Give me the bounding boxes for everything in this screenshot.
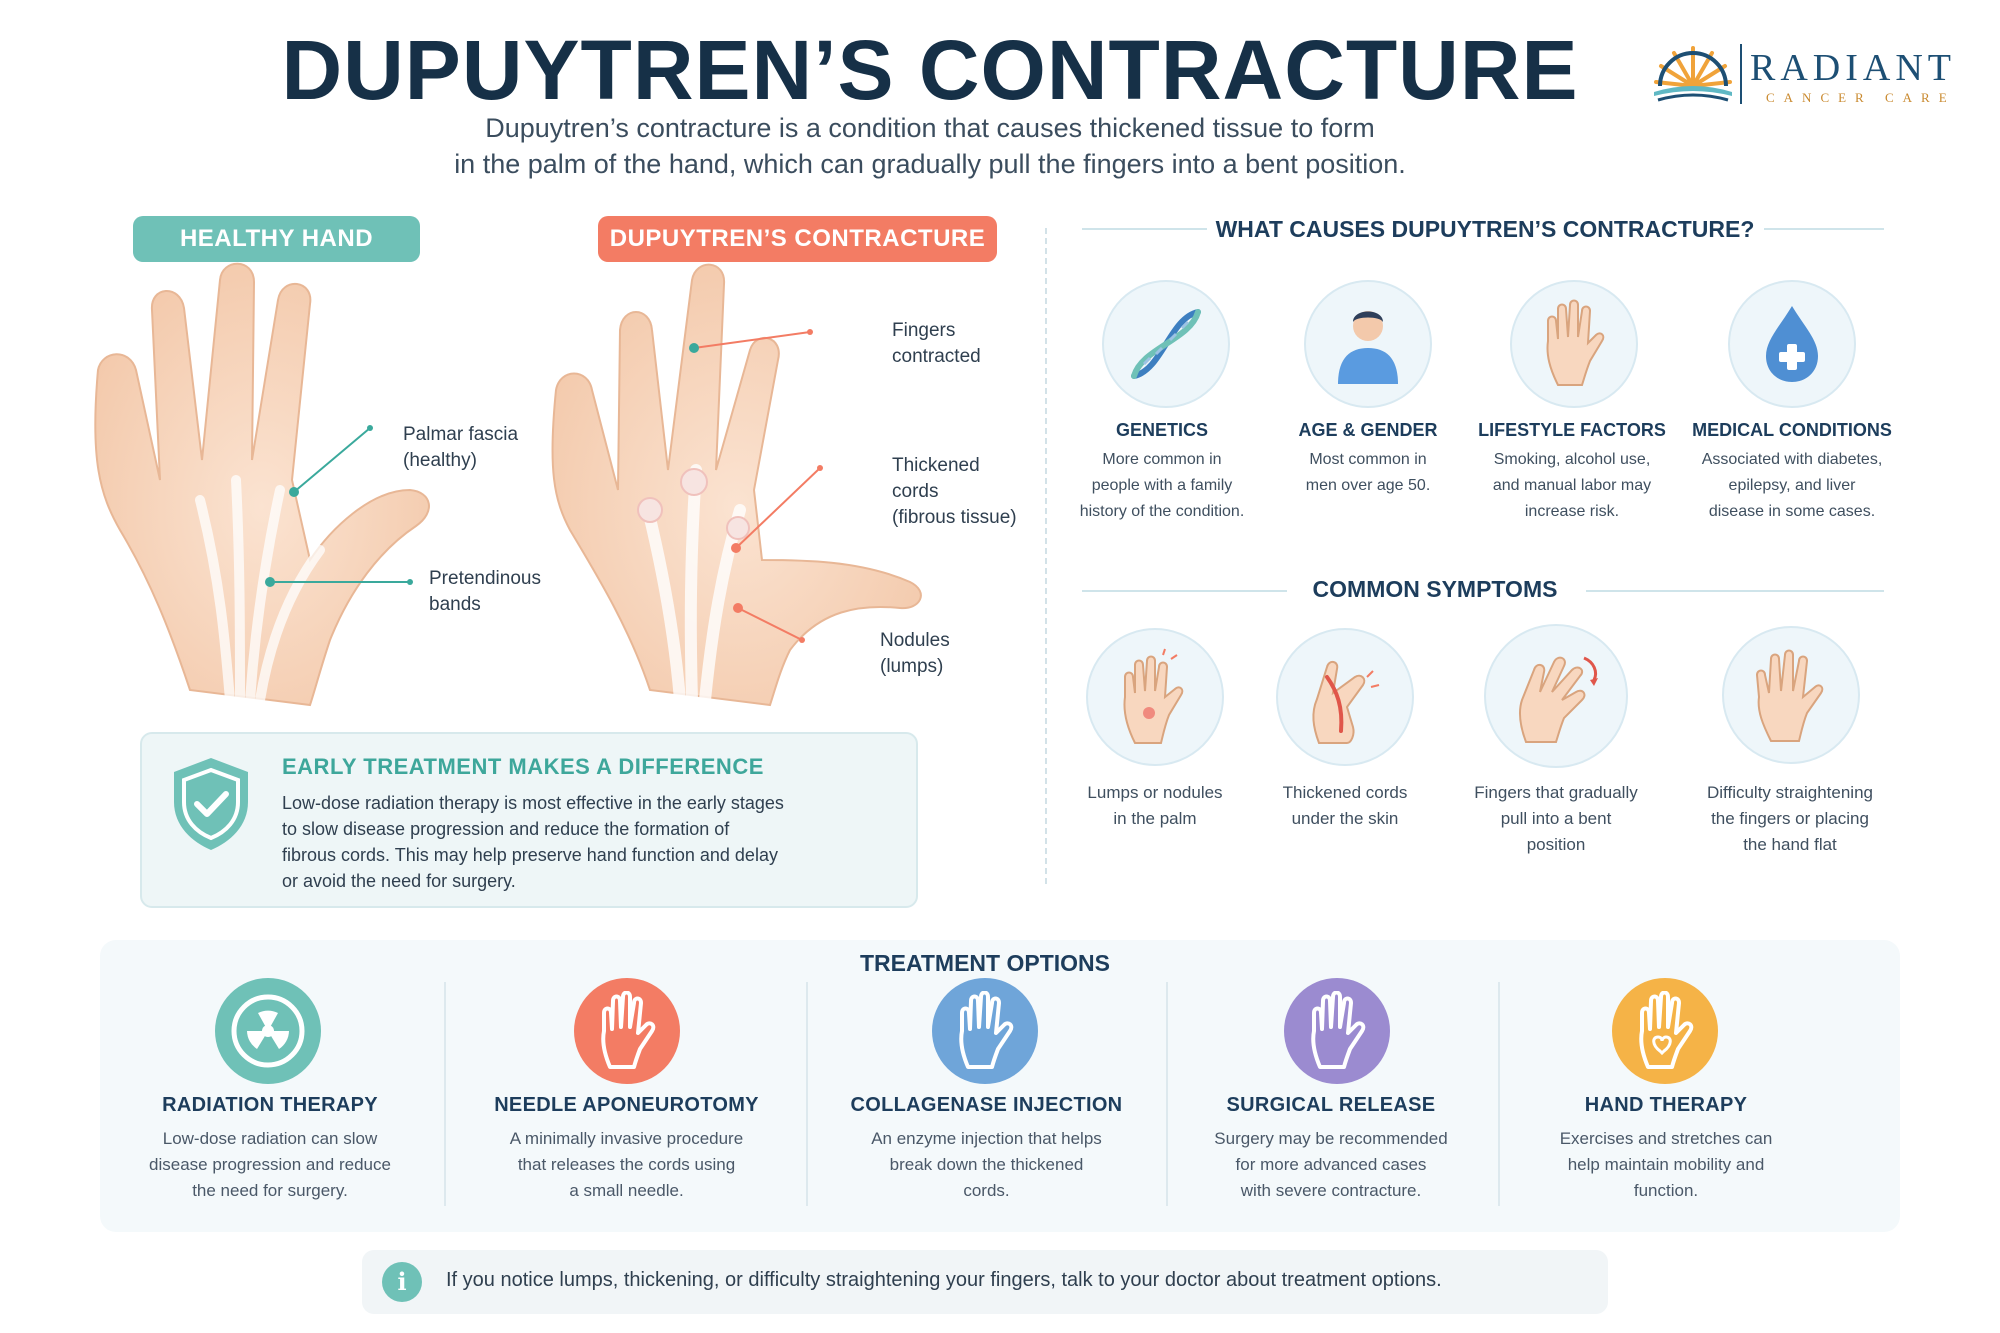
- cause-text-genetics: More common in people with a family hist…: [1079, 451, 1245, 520]
- cause-text-lifestyle: Smoking, alcohol use, and manual labor m…: [1492, 451, 1652, 520]
- hand-therapy-circle: [1612, 978, 1718, 1084]
- cause-text-age-gender: Most common in men over age 50.: [1305, 451, 1431, 494]
- symptom-circle-bent: [1484, 624, 1628, 768]
- treatment-divider-4: [1498, 982, 1500, 1206]
- treatment-divider-1: [444, 982, 446, 1206]
- hand-comparison-illustration: [94, 262, 922, 707]
- treatment-text-surgical: Surgery may be recommended for more adva…: [1214, 1129, 1448, 1200]
- callout-thickened-cords: Thickened cords (fibrous tissue): [892, 455, 1017, 528]
- cause-title-medical: MEDICAL CONDITIONS: [1692, 420, 1892, 440]
- hand-heart-icon: [1639, 991, 1694, 1069]
- page-subtitle: Dupuytren’s contracture is a condition t…: [330, 110, 1530, 182]
- treatment-text-collagenase: An enzyme injection that helps break dow…: [871, 1129, 1102, 1200]
- treatment-title-hand-therapy: HAND THERAPY: [1584, 1094, 1748, 1116]
- shield-check-icon: [174, 758, 248, 850]
- footer-note: i If you notice lumps, thickening, or di…: [362, 1250, 1608, 1314]
- subtitle-line-1: Dupuytren’s contracture is a condition t…: [485, 113, 1375, 143]
- cause-title-genetics: GENETICS: [1115, 420, 1208, 440]
- collagenase-circle: [932, 978, 1038, 1084]
- needle-circle: [574, 978, 680, 1084]
- symptom-circle-flat: [1722, 626, 1860, 764]
- footer-text: If you notice lumps, thickening, or diff…: [446, 1269, 1442, 1291]
- surgical-circle: [1284, 978, 1390, 1084]
- hand-surgery-icon: [1311, 991, 1366, 1069]
- symptom-text-lumps: Lumps or nodules in the palm: [1087, 783, 1223, 828]
- treatment-title-surgical: SURGICAL RELEASE: [1226, 1094, 1436, 1116]
- treatment-divider-2: [806, 982, 808, 1206]
- symptom-circle-lumps: [1086, 628, 1224, 766]
- logo-name: RADIANT: [1750, 47, 1956, 89]
- radiation-icon: [231, 994, 305, 1068]
- drop-plus-icon: [1766, 306, 1818, 382]
- treatment-title-radiation: RADIATION THERAPY: [162, 1094, 378, 1116]
- treatment-text-needle: A minimally invasive procedure that rele…: [509, 1129, 744, 1200]
- bent-finger-icon: [1518, 656, 1598, 743]
- symptoms-heading: COMMON SYMPTOMS: [1312, 576, 1558, 602]
- cause-text-medical: Associated with diabetes, epilepsy, and …: [1701, 451, 1883, 520]
- flat-hand-icon: [1755, 649, 1824, 742]
- subtitle-line-2: in the palm of the hand, which can gradu…: [454, 149, 1406, 179]
- age-gender-circle: [1304, 280, 1432, 408]
- causes-heading: WHAT CAUSES DUPUYTREN’S CONTRACTURE?: [1215, 216, 1755, 242]
- early-treatment-title: EARLY TREATMENT MAKES A DIFFERENCE: [282, 754, 764, 779]
- treatment-heading: TREATMENT OPTIONS: [859, 950, 1110, 976]
- symptom-text-bent: Fingers that gradually pull into a bent …: [1474, 783, 1638, 854]
- callout-fingers-contracted: Fingers contracted: [892, 320, 981, 367]
- dna-icon: [1131, 309, 1201, 379]
- cause-title-lifestyle: LIFESTYLE FACTORS: [1478, 420, 1666, 440]
- symptom-circle-cords: [1276, 628, 1414, 766]
- radiant-logo: RADIANT CANCER CARE: [1650, 40, 1970, 112]
- hand-icon: [1546, 299, 1605, 386]
- callout-nodules: Nodules (lumps): [880, 630, 950, 677]
- treatment-divider-3: [1166, 982, 1168, 1206]
- symptoms-rule-right: [1586, 590, 1884, 592]
- callout-pretendinous-bands: Pretendinous bands: [429, 568, 541, 615]
- early-treatment-box: EARLY TREATMENT MAKES A DIFFERENCE Low-d…: [140, 732, 918, 908]
- treatment-title-needle: NEEDLE APONEUROTOMY: [494, 1094, 759, 1116]
- causes-rule-left: [1082, 228, 1207, 230]
- info-icon: i: [382, 1262, 422, 1302]
- treatment-text-radiation: Low-dose radiation can slow disease prog…: [149, 1129, 391, 1200]
- treatment-title-collagenase: COLLAGENASE INJECTION: [850, 1094, 1123, 1116]
- hand-injection-icon: [959, 991, 1014, 1069]
- palm-lump-icon: [1123, 648, 1184, 744]
- causes-rule-right: [1764, 228, 1884, 230]
- contracture-label: DUPUYTREN’S CONTRACTURE: [598, 216, 997, 262]
- cause-title-age-gender: AGE & GENDER: [1298, 420, 1438, 440]
- contracture-hand-icon: [551, 263, 922, 707]
- logo-divider: [1740, 44, 1742, 104]
- lifestyle-circle: [1510, 280, 1638, 408]
- treatment-text-hand-therapy: Exercises and stretches can help maintai…: [1559, 1129, 1773, 1200]
- callout-palmar-fascia: Palmar fascia (healthy): [403, 424, 519, 471]
- healthy-hand-label: HEALTHY HAND: [133, 216, 420, 262]
- radiation-circle: [215, 978, 321, 1084]
- hand-needle-icon: [601, 991, 656, 1069]
- page-title: DUPUYTREN’S CONTRACTURE: [281, 23, 1579, 117]
- sunrise-logo-icon: [1654, 46, 1732, 102]
- person-icon: [1338, 311, 1398, 384]
- logo-subtitle: CANCER CARE: [1766, 90, 1956, 105]
- symptoms-rule-left: [1082, 590, 1287, 592]
- cord-icon: [1312, 661, 1380, 744]
- medical-circle: [1728, 280, 1856, 408]
- healthy-hand-icon: [94, 262, 430, 707]
- section-divider: [1045, 228, 1047, 884]
- early-treatment-text: Low-dose radiation therapy is most effec…: [282, 793, 784, 891]
- symptom-text-cords: Thickened cords under the skin: [1282, 783, 1408, 828]
- genetics-circle: [1102, 280, 1230, 408]
- symptom-text-flat: Difficulty straightening the fingers or …: [1707, 783, 1873, 854]
